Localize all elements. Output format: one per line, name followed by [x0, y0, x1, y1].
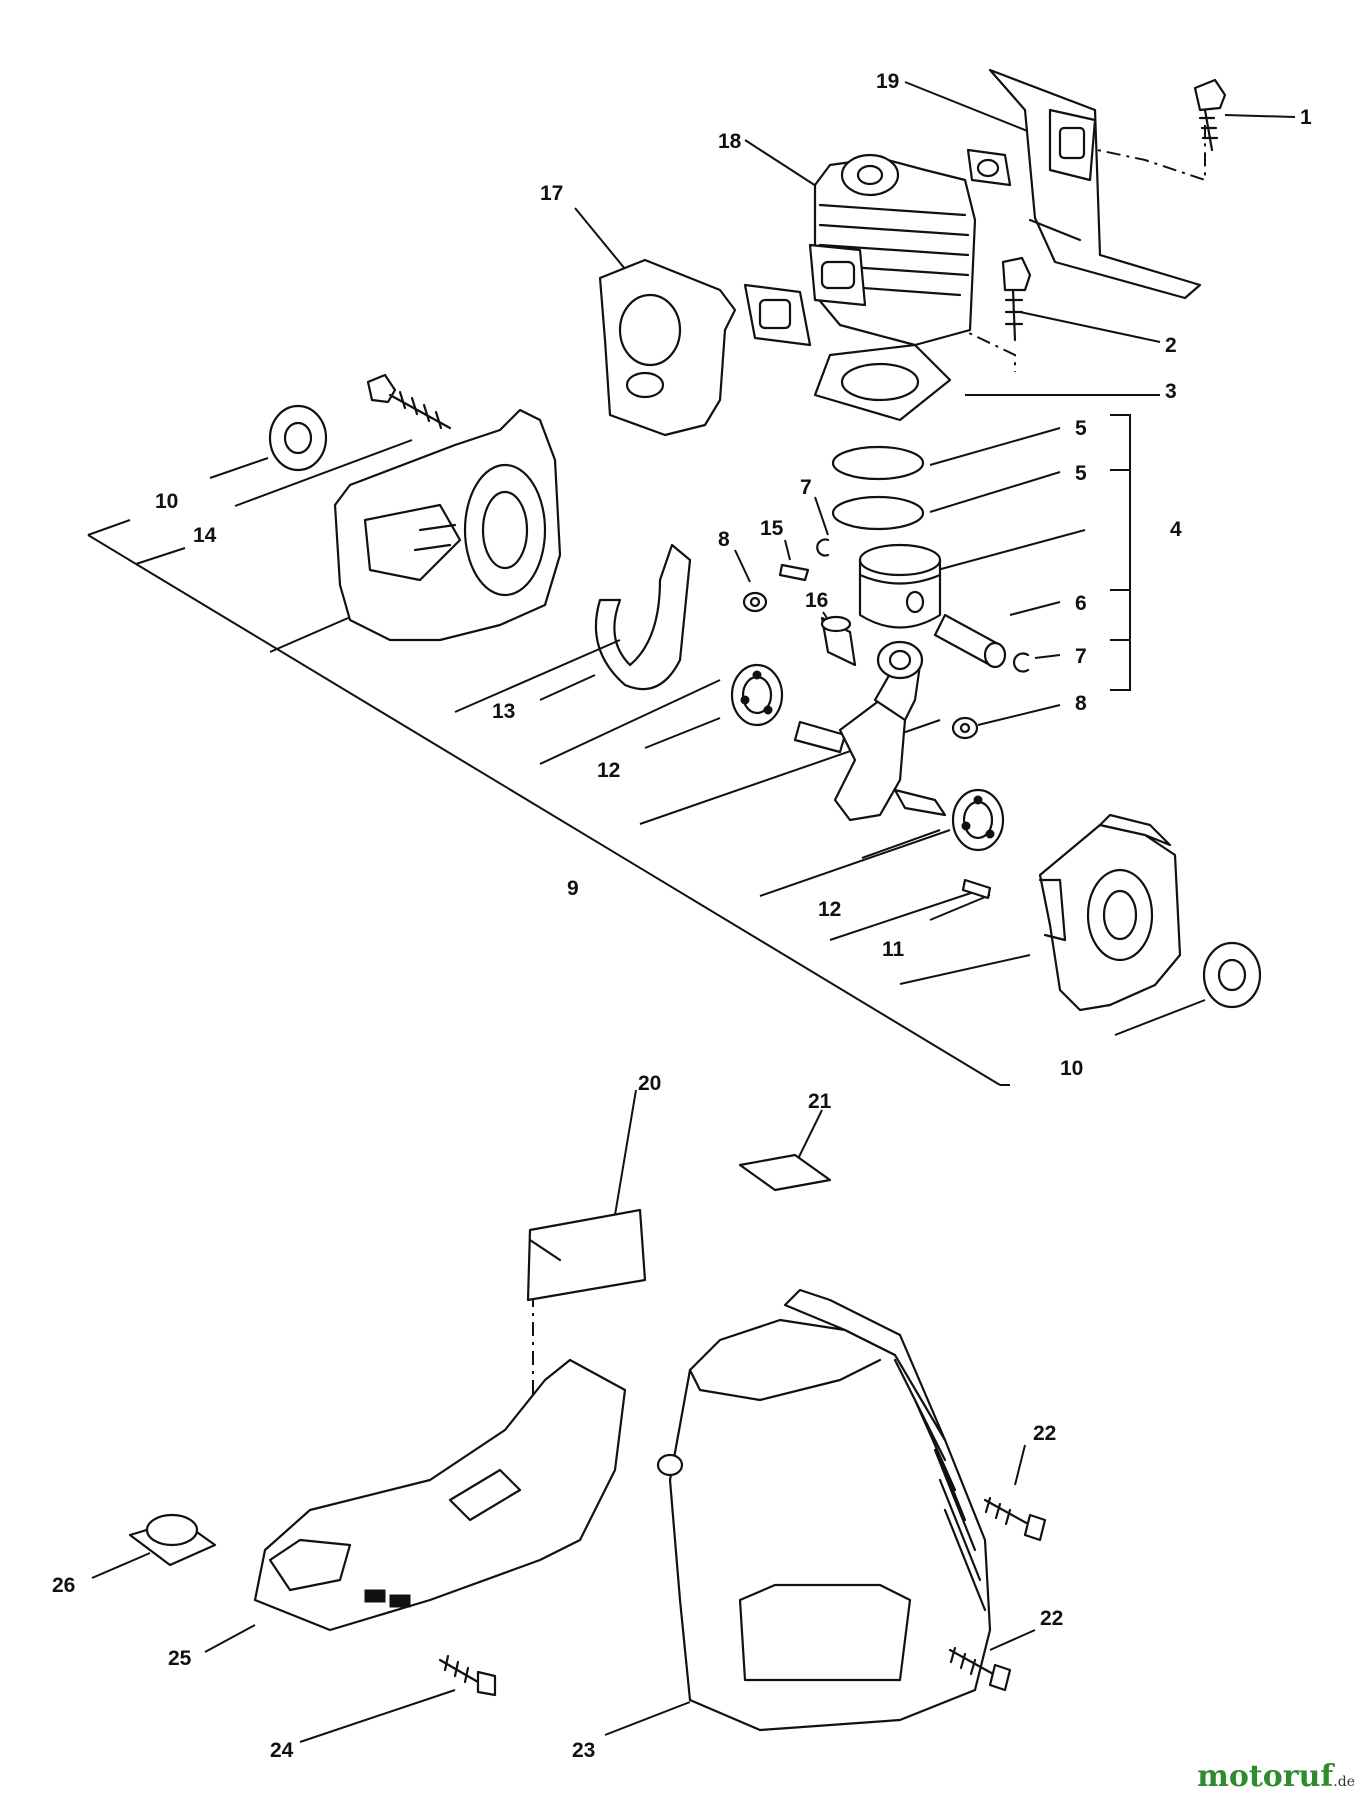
callout-8-upper: 8: [718, 528, 730, 551]
part-6-piston-pin: [933, 613, 1007, 669]
callout-17: 17: [540, 182, 563, 205]
part-14-bolt: [366, 373, 452, 430]
callout-10-right: 10: [1060, 1057, 1083, 1080]
watermark-logo: motoruf.de: [1197, 1759, 1355, 1794]
callout-14: 14: [193, 524, 217, 547]
callout-12-upper: 12: [597, 759, 620, 782]
part-7-circlip-upper: [816, 538, 830, 557]
callout-2: 2: [1165, 334, 1177, 357]
part-18-cylinder: [808, 148, 1012, 347]
callout-19: 19: [876, 70, 899, 93]
callout-22-lower: 22: [1040, 1607, 1063, 1630]
part-25-cover: [253, 1358, 627, 1632]
callout-7-upper: 7: [800, 476, 812, 499]
watermark-suffix: .de: [1333, 1774, 1355, 1790]
part-16-needle-bearing: [820, 615, 857, 667]
part-20-warning-label: [526, 1208, 647, 1302]
part-8-washer-lower: [951, 716, 979, 740]
part-crankcase-left: [333, 408, 562, 642]
part-15-key: [778, 563, 810, 582]
part-crankcase-right: [1038, 813, 1182, 1012]
callout-9: 9: [567, 877, 579, 900]
callout-20: 20: [638, 1072, 661, 1095]
part-22-screw-lower: [948, 1646, 1012, 1692]
callout-8-lower: 8: [1075, 692, 1087, 715]
part-4-piston: [858, 543, 942, 629]
part-10-oil-seal-left: [268, 404, 328, 472]
part-5-piston-ring-upper: [831, 445, 925, 481]
callout-6: 6: [1075, 592, 1087, 615]
part-1-bolt: [1193, 78, 1227, 152]
part-12-bearing-upper: [730, 663, 784, 727]
callout-labels: 19 1 18 17 2 3 5 5 4 6 7 8 7 8 15 16 10 …: [52, 70, 1312, 1762]
callout-7-lower: 7: [1075, 645, 1087, 668]
callout-12-lower: 12: [818, 898, 841, 921]
part-24-screw: [438, 1654, 497, 1697]
callout-24: 24: [270, 1739, 294, 1762]
part-11-dowel-pin: [961, 878, 992, 900]
part-21-label: [738, 1153, 832, 1192]
callout-22-upper: 22: [1033, 1422, 1056, 1445]
callout-25: 25: [168, 1647, 192, 1670]
callout-23: 23: [572, 1739, 595, 1762]
part-13-crankcase-gasket: [594, 543, 692, 691]
part-26-cap: [128, 1513, 217, 1567]
part-7-circlip-lower: [1012, 652, 1030, 673]
part-12-bearing-lower: [951, 788, 1005, 852]
callout-5-lower: 5: [1075, 462, 1087, 485]
callout-21: 21: [808, 1090, 832, 1113]
callout-3: 3: [1165, 380, 1177, 403]
part-19-heat-shield: [988, 68, 1202, 300]
part-crankshaft: [793, 640, 947, 822]
part-8-washer-upper: [742, 591, 768, 613]
part-2-bolt: [1001, 256, 1032, 342]
part-22-screw-upper: [983, 1496, 1047, 1542]
callout-15: 15: [760, 517, 784, 540]
callout-10-left: 10: [155, 490, 178, 513]
part-3-base-gasket: [813, 343, 952, 422]
callout-11: 11: [882, 938, 905, 961]
callout-26: 26: [52, 1574, 75, 1597]
callout-4: 4: [1170, 518, 1182, 541]
callout-1: 1: [1300, 106, 1312, 129]
part-gasket-intake: [743, 283, 812, 347]
part-23-shroud: [656, 1288, 992, 1732]
part-17-insulator: [598, 258, 737, 437]
part-10-oil-seal-right: [1202, 941, 1262, 1009]
callout-13: 13: [492, 700, 515, 723]
callout-16: 16: [805, 589, 828, 612]
watermark-brand: motoruf: [1197, 1759, 1334, 1794]
callout-5-upper: 5: [1075, 417, 1087, 440]
callout-18: 18: [718, 130, 742, 153]
part-5-piston-ring-lower: [831, 495, 925, 531]
